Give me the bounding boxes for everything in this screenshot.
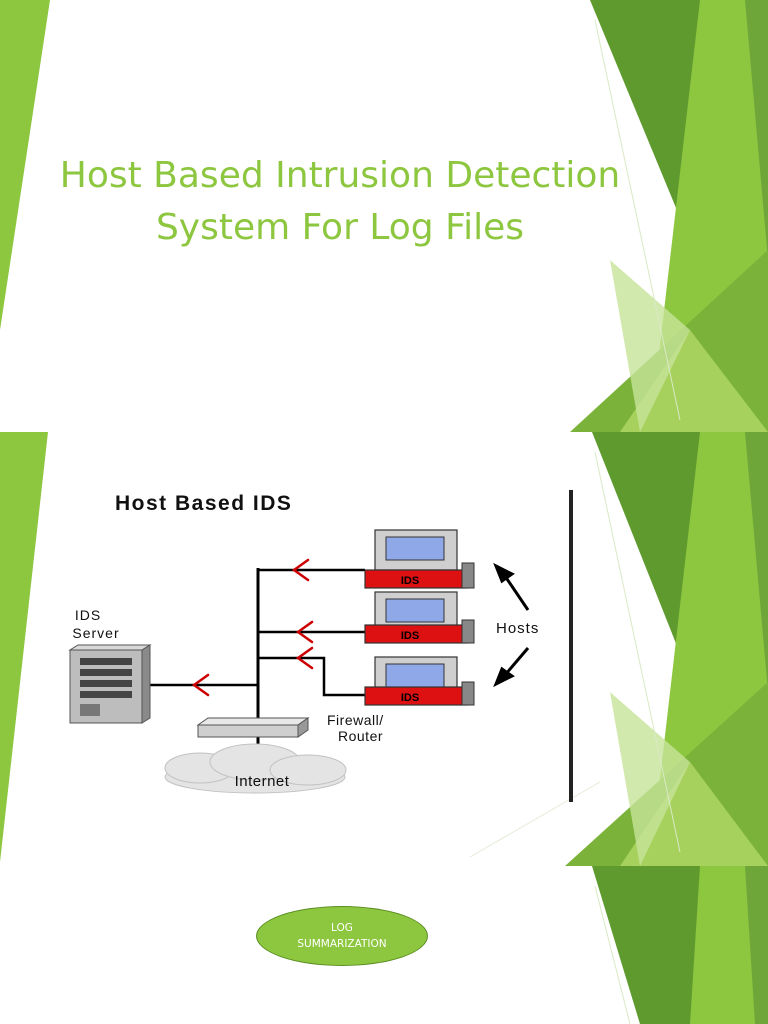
- arrow-host-3: [295, 646, 314, 670]
- green-geometric-decoration: [592, 866, 768, 1024]
- green-geometric-decoration: [0, 432, 768, 866]
- hosts-pointer-arrows: [493, 562, 530, 688]
- host-3-ids-tag: IDS: [401, 692, 419, 704]
- arrow-host-1: [291, 558, 310, 582]
- branch-line-host-3: [258, 656, 365, 697]
- badge-line-2: SUMMARIZATION: [297, 938, 387, 950]
- ids-server-label-line-2: Server: [72, 625, 119, 641]
- background-band-middle: [0, 432, 768, 866]
- hosts-label: Hosts: [496, 620, 539, 637]
- ids-server-icon: [68, 644, 152, 724]
- slide-title-line-2: System For Log Files: [155, 207, 525, 248]
- firewall-router-icon: [196, 717, 310, 738]
- firewall-label-line-2: Router: [338, 728, 383, 744]
- badge-line-1: LOG: [331, 922, 353, 934]
- arrow-server: [191, 673, 210, 697]
- host-computer-1: IDS: [364, 529, 475, 589]
- host-2-ids-tag: IDS: [401, 630, 419, 642]
- host-computer-3: IDS: [364, 656, 475, 706]
- slide-title: Host Based Intrusion Detection System Fo…: [30, 150, 650, 254]
- green-geometric-decoration: [0, 0, 768, 432]
- host-based-ids-diagram: Host Based IDS IDS Server IDS: [68, 490, 573, 802]
- ids-server-label-line-1: IDS: [75, 607, 101, 623]
- background-band-top: [0, 0, 768, 432]
- host-computer-2: IDS: [364, 591, 475, 644]
- background-band-bottom: [0, 866, 768, 1024]
- internet-cloud-icon: [164, 743, 347, 794]
- diagram-heading: Host Based IDS: [115, 492, 292, 515]
- host-1-ids-tag: IDS: [401, 575, 419, 587]
- internet-label: Internet: [235, 773, 290, 790]
- slide-title-line-1: Host Based Intrusion Detection: [59, 155, 621, 196]
- log-summarization-button[interactable]: LOG SUMMARIZATION: [256, 906, 428, 966]
- arrow-host-2: [295, 620, 314, 644]
- firewall-label-line-1: Firewall/: [327, 712, 384, 728]
